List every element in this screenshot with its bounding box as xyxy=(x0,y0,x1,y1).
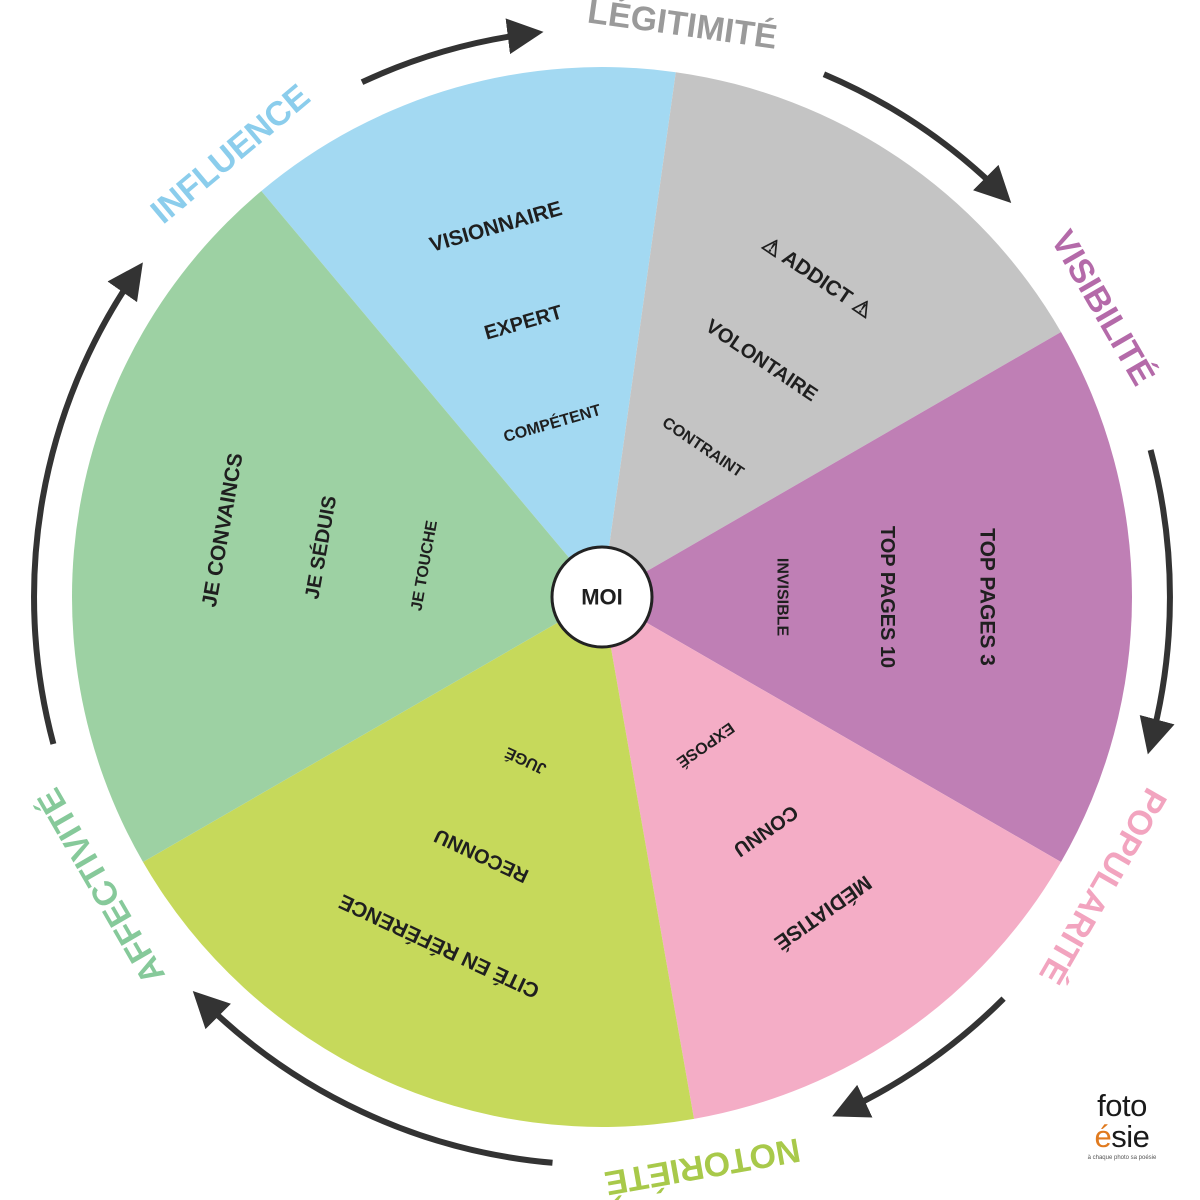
cycle-arrow-affectivite xyxy=(31,262,143,745)
cycle-arrow-popularite xyxy=(832,996,1006,1118)
level-visibilite-1: INVISIBLE xyxy=(774,558,791,637)
logo-tagline: à chaque photo sa poésie xyxy=(1087,1155,1157,1161)
center-node: MOI xyxy=(550,545,654,649)
center-label: MOI xyxy=(581,585,623,610)
wheel-sectors xyxy=(71,67,1133,1127)
cycle-arrow-visibilite xyxy=(1139,449,1175,755)
center-circle xyxy=(550,545,654,649)
sector-influence xyxy=(261,67,676,597)
cycle-arrow-influence xyxy=(360,18,544,85)
logo-line-1: foto xyxy=(1097,1088,1147,1123)
cycle-arrow-legitimite xyxy=(822,71,1012,204)
sector-popularite xyxy=(602,597,1061,1119)
sector-visibilite xyxy=(602,332,1133,862)
level-visibilite-2: TOP PAGES 10 xyxy=(876,526,898,668)
logo-line-2-rest: sie xyxy=(1111,1119,1150,1154)
logo-line-2: ésie xyxy=(1082,1121,1162,1152)
sector-affectivite xyxy=(71,191,602,862)
cycle-arrow-notoriete xyxy=(192,990,553,1166)
brand-logo: foto ésie à chaque photo sa poésie xyxy=(1082,1090,1162,1161)
sector-legitimite xyxy=(602,72,1061,597)
sector-notoriete xyxy=(143,597,694,1127)
cycle-arrows xyxy=(31,18,1175,1166)
logo-accent: é xyxy=(1094,1119,1112,1154)
level-visibilite-3: TOP PAGES 3 xyxy=(976,528,999,666)
dimension-title-legitimite: LÉGITIMITÉ xyxy=(585,0,779,57)
dimension-title-notoriete: NOTORIÉTÉ xyxy=(602,1130,803,1200)
